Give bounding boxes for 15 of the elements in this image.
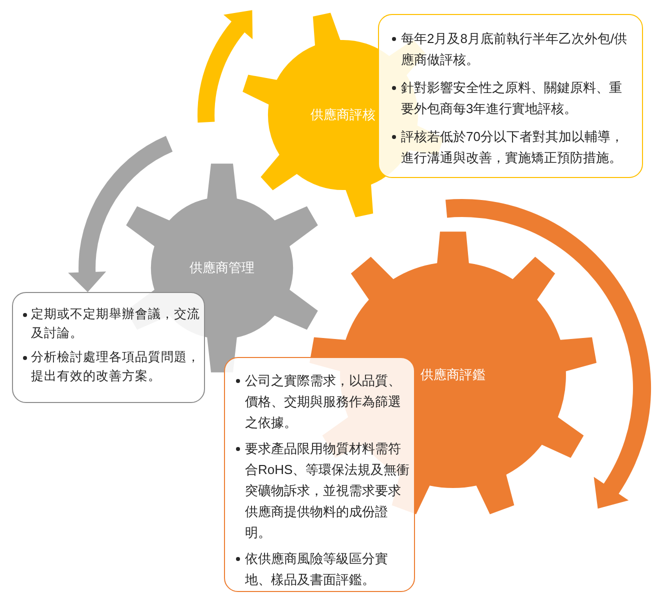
bullet-text: 公司之實際需求，以品質、價格、交期與服務作為篩選之依據。 bbox=[235, 370, 412, 433]
callout-card bbox=[378, 14, 643, 178]
bullet-text: 針對影響安全性之原料、關鍵原料、重要外包商每3年進行實地評核。 bbox=[391, 77, 633, 119]
bullet-text: 評核若低於70分以下者對其加以輔導，進行溝通與改善，實施矯正預防措施。 bbox=[391, 126, 633, 168]
gear-label: 供應商評核 bbox=[310, 107, 376, 123]
callout-card bbox=[12, 292, 205, 403]
gear-label: 供應商評鑑 bbox=[420, 367, 486, 383]
bullet-text: 分析檢討處理各項品質問題，提出有效的改善方案。 bbox=[22, 348, 201, 386]
bullet-text: 定期或不定期舉辦會議，交流及討論。 bbox=[22, 305, 201, 343]
bullet-text: 要求產品限用物質材料需符合RoHS、等環保法規及無衝突礦物訴求，並視需求要求供應商提供物料的成份證明。 bbox=[235, 438, 412, 543]
gear-label: 供應商管理 bbox=[190, 260, 254, 276]
bullet-text: 每年2月及8月底前執行半年乙次外包/供應商做評核。 bbox=[391, 28, 633, 70]
curved-arrow bbox=[68, 136, 173, 292]
bullet-text: 依供應商風險等級區分實地、樣品及書面評鑑。 bbox=[235, 548, 412, 590]
callout-card bbox=[224, 357, 415, 592]
